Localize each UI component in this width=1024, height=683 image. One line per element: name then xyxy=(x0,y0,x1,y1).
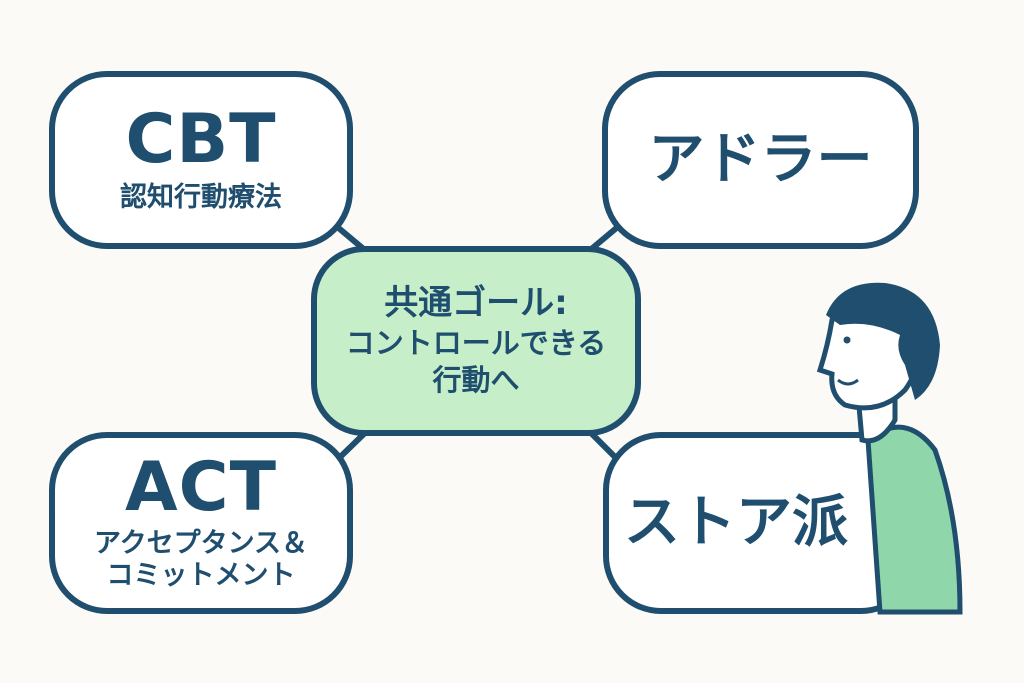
node-cbt: CBT 認知行動療法 xyxy=(52,74,350,246)
act-subtitle-2: コミットメント xyxy=(106,560,296,591)
node-stoic: ストア派 xyxy=(606,435,866,611)
person-mouth xyxy=(837,378,859,386)
stoic-title: ストア派 xyxy=(624,490,848,555)
node-act: ACT アクセプタンス＆ コミットメント xyxy=(52,435,350,611)
center-line2: コントロールできる xyxy=(345,325,607,360)
person-body xyxy=(865,424,963,615)
act-box xyxy=(49,432,353,614)
person-illustration xyxy=(816,282,963,615)
person-hair xyxy=(826,282,940,400)
adler-title: アドラー xyxy=(648,127,873,192)
adler-box xyxy=(602,71,919,249)
center-line3: 行動へ xyxy=(432,363,520,398)
person-eye xyxy=(843,336,851,344)
act-subtitle-1: アクセプタンス＆ xyxy=(93,527,309,559)
center-box xyxy=(311,246,641,436)
cbt-box xyxy=(49,71,353,249)
cbt-subtitle: 認知行動療法 xyxy=(120,181,282,213)
center-line1: 共通ゴール: xyxy=(384,283,568,324)
cbt-title: CBT xyxy=(125,99,277,179)
act-title: ACT xyxy=(125,447,277,527)
node-adler: アドラー xyxy=(605,74,916,246)
node-center-goal: 共通ゴール: コントロールできる 行動へ xyxy=(314,249,638,433)
